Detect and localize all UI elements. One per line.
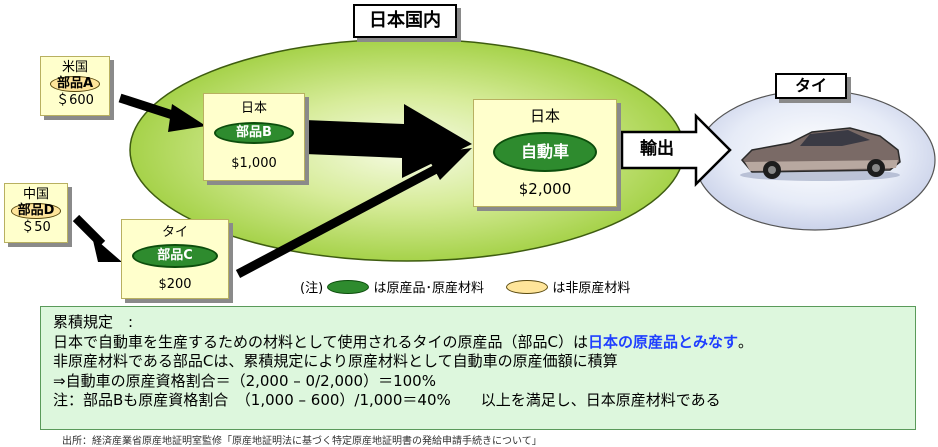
arrow-china-to-c-shaft [72, 214, 106, 248]
card-us-part-a: 米国 部品A ＄600 [40, 56, 110, 116]
part-b-oval: 部品B [214, 122, 294, 144]
explanation-line-2: 日本で自動車を生産するための材料として使用されるタイの原産品（部品C）は日本の原… [53, 333, 903, 353]
arrow-c-to-car-head [426, 148, 472, 180]
card-c-country: タイ [161, 225, 188, 240]
legend-note: (注) [300, 281, 324, 296]
explanation-line-2-prefix: 日本で自動車を生産するための材料として使用されるタイの原産品（部品C）は [53, 332, 589, 351]
explanation-line-3: 非原産材料である部品Cは、累積規定により原産材料として自動車の原産価額に積算 [53, 352, 618, 370]
card-china-price: ＄50 [21, 220, 51, 235]
thailand-label: タイ [775, 73, 847, 99]
export-arrow [620, 112, 732, 188]
legend-origin-swatch [327, 280, 370, 294]
legend-origin-text: は原産品･原産材料 [373, 281, 484, 296]
car-icon [740, 127, 901, 181]
card-us-country: 米国 [61, 60, 88, 75]
part-c-oval: 部品C [132, 244, 218, 268]
card-japan-car: 日本 自動車 $2,000 [473, 99, 617, 207]
explanation-line-1: 累積規定 : [53, 313, 134, 331]
arrow-us-to-b-head [168, 104, 206, 132]
arrow-china-to-c-head [92, 236, 122, 262]
japan-domestic-text: 日本国内 [369, 10, 441, 31]
explanation-line-2-highlight: 日本の原産品とみなす [588, 332, 739, 351]
arrow-c-to-car-shaft [235, 164, 441, 278]
explanation-line-4: ⇒自動車の原産資格割合＝（2,000 – 0/2,000）＝100% [53, 371, 436, 390]
card-car-country: 日本 [529, 107, 560, 125]
card-c-price: $200 [158, 277, 192, 292]
explanation-box: 累積規定 : 日本で自動車を生産するための材料として使用されるタイの原産品（部品… [40, 306, 916, 430]
part-a-oval: 部品A [49, 76, 101, 92]
explanation-line-5: 注：部品Bも原産資格割合 （1,000 – 600）/1,000＝40% 以上を… [53, 391, 721, 409]
thailand-text: タイ [794, 76, 827, 95]
japan-domestic-label: 日本国内 [353, 4, 457, 38]
card-china-country: 中国 [22, 187, 49, 202]
legend-non-origin-swatch [506, 280, 549, 294]
source-note: 出所：経済産業省原産地証明室監修「原産地証明法に基づく特定原産地証明書の発給申請… [62, 436, 542, 447]
part-d-oval: 部品D [10, 203, 62, 219]
card-b-price: $1,000 [231, 156, 277, 171]
card-us-price: ＄600 [56, 93, 94, 108]
card-car-price: $2,000 [518, 180, 572, 198]
card-china-part-d: 中国 部品D ＄50 [4, 183, 68, 243]
export-label: 輸出 [640, 139, 674, 159]
card-b-country: 日本 [240, 101, 267, 116]
card-thai-part-c: タイ 部品C $200 [121, 219, 229, 299]
card-japan-part-b: 日本 部品B $1,000 [203, 93, 305, 181]
explanation-line-2-suffix: 。 [738, 332, 754, 351]
legend-non-origin-text: は非原産材料 [552, 281, 631, 296]
legend: (注) は原産品･原産材料 は非原産材料 [300, 280, 630, 298]
car-oval: 自動車 [493, 132, 597, 172]
